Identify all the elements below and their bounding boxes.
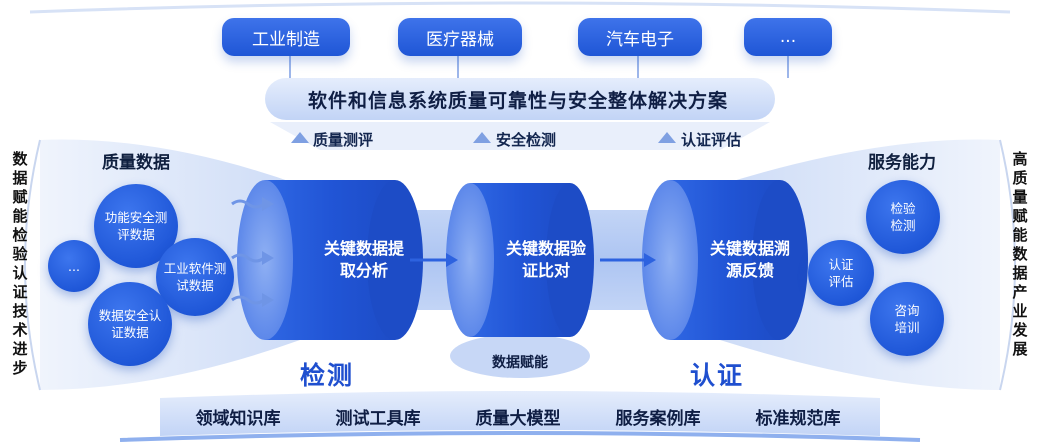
- data-circle: 数据安全认证数据: [88, 282, 172, 366]
- service-circle: 检验检测: [866, 180, 940, 254]
- cylinder-extract-analysis: 关键数据提取分析: [318, 238, 410, 282]
- foundation-band: 领域知识库 测试工具库 质量大模型 服务案例库 标准规范库: [168, 398, 868, 434]
- data-circle: 工业软件测试数据: [156, 238, 234, 316]
- foundation-item: 标准规范库: [750, 404, 847, 429]
- left-heading: 质量数据: [102, 148, 170, 173]
- industry-pill: 汽车电子: [578, 18, 702, 56]
- label-data-empower: 数据赋能: [474, 352, 566, 372]
- up-arrow-icon: [658, 132, 676, 143]
- cylinder-verify-compare: 关键数据验证比对: [500, 238, 592, 282]
- stage-label-certification: 认证评估: [681, 129, 741, 150]
- left-vertical-caption: 数据赋能检验认证技术进步: [10, 150, 30, 378]
- up-arrow-icon: [291, 132, 309, 143]
- stage-label-quality: 质量测评: [313, 129, 373, 150]
- industry-pill-more: ...: [744, 18, 832, 56]
- up-arrow-icon: [473, 132, 491, 143]
- solution-title: 软件和信息系统质量可靠性与安全整体解决方案: [272, 78, 764, 120]
- service-circle: 认证评估: [808, 240, 874, 306]
- right-heading: 服务能力: [868, 148, 936, 173]
- industry-pill: 工业制造: [222, 18, 350, 56]
- stage-label-security: 安全检测: [496, 129, 556, 150]
- foundation-item: 测试工具库: [330, 404, 427, 429]
- foundation-item: 领域知识库: [190, 404, 287, 429]
- data-circle-more: ...: [48, 240, 100, 292]
- industry-pill: 医疗器械: [398, 18, 522, 56]
- label-detect: 检测: [300, 356, 354, 392]
- foundation-item: 质量大模型: [470, 404, 567, 429]
- label-certify: 认证: [690, 356, 744, 392]
- service-circle: 咨询培训: [870, 282, 944, 356]
- cylinder-trace-feedback: 关键数据溯源反馈: [704, 238, 796, 282]
- foundation-item: 服务案例库: [610, 404, 707, 429]
- right-vertical-caption: 高质量赋能数据产业发展: [1010, 150, 1030, 359]
